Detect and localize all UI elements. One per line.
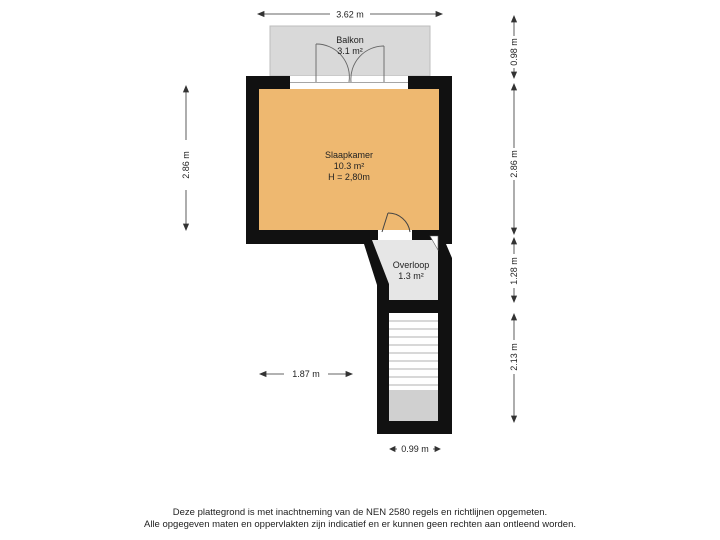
dim-bottom-width: 0.99 m bbox=[401, 444, 429, 454]
disclaimer-line-2: Alle opgegeven maten en oppervlakten zij… bbox=[143, 519, 577, 530]
dim-right-bedroom: 2.86 m bbox=[509, 150, 519, 178]
stair-treads bbox=[389, 320, 438, 386]
balcony-area-label: 3.1 m² bbox=[337, 46, 363, 56]
balcony-door-swings bbox=[315, 43, 385, 83]
balcony-area bbox=[269, 25, 431, 77]
dim-left-bedroom: 2.86 m bbox=[181, 151, 191, 179]
landing-area-label: 1.3 m² bbox=[398, 271, 424, 281]
dim-top-width-line bbox=[256, 10, 444, 18]
dim-top-width: 3.62 m bbox=[336, 10, 364, 20]
dim-left-stairs: 1.87 m bbox=[292, 369, 320, 379]
dim-right-lines bbox=[510, 14, 518, 424]
bedroom-height-label: H = 2,80m bbox=[328, 172, 370, 182]
dim-bottom-width-line bbox=[389, 445, 441, 453]
dim-right-balcony: 0.98 m bbox=[509, 38, 519, 66]
stairs-landing-floor bbox=[389, 390, 438, 421]
balcony-name: Balkon bbox=[336, 35, 364, 45]
bedroom-door-swing bbox=[381, 212, 411, 233]
bedroom-name: Slaapkamer bbox=[325, 150, 373, 160]
bedroom-floor bbox=[259, 89, 439, 230]
landing-name: Overloop bbox=[393, 260, 430, 270]
landing-hatch bbox=[429, 235, 439, 252]
dim-right-landing: 1.28 m bbox=[509, 257, 519, 285]
bedroom-area-label: 10.3 m² bbox=[334, 161, 365, 171]
bedroom-door-opening bbox=[378, 230, 412, 240]
disclaimer-line-1: Deze plattegrond is met inachtneming van… bbox=[172, 507, 548, 518]
dim-left-bedroom-line bbox=[182, 84, 190, 232]
landing-floor bbox=[372, 240, 438, 300]
dim-left-stairs-line bbox=[258, 370, 354, 378]
dim-right-stairs: 2.13 m bbox=[509, 343, 519, 371]
